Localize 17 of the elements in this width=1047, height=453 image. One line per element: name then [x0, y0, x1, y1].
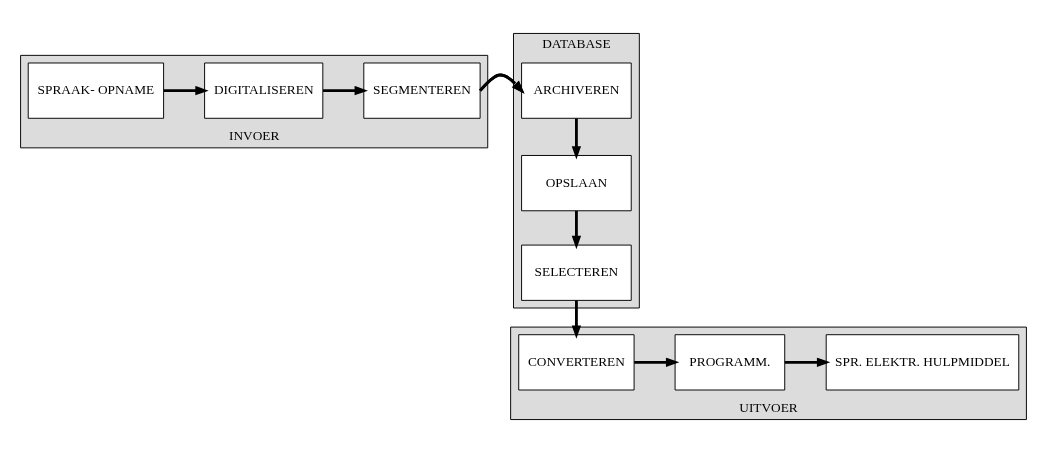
arrow — [571, 118, 582, 160]
arrow — [634, 357, 680, 368]
node-box: OPSLAAN — [521, 155, 632, 212]
arrow — [163, 85, 209, 96]
node-box: PROGRAMM. — [674, 334, 786, 391]
node-box: SEGMENTEREN — [363, 62, 481, 119]
arrow — [571, 300, 582, 339]
arrow — [571, 210, 582, 250]
arrow — [323, 85, 368, 96]
node-box: SELECTEREN — [521, 244, 632, 301]
node-box: CONVERTEREN — [518, 334, 635, 391]
node-box: SPR. ELEKTR. HULPMIDDEL — [825, 334, 1020, 391]
arrow — [784, 357, 831, 368]
node-box: ARCHIVEREN — [521, 62, 632, 119]
node-box: SPRAAK- OPNAME — [27, 62, 165, 119]
node-box: DIGITALISEREN — [204, 62, 324, 119]
arrow — [479, 73, 525, 94]
